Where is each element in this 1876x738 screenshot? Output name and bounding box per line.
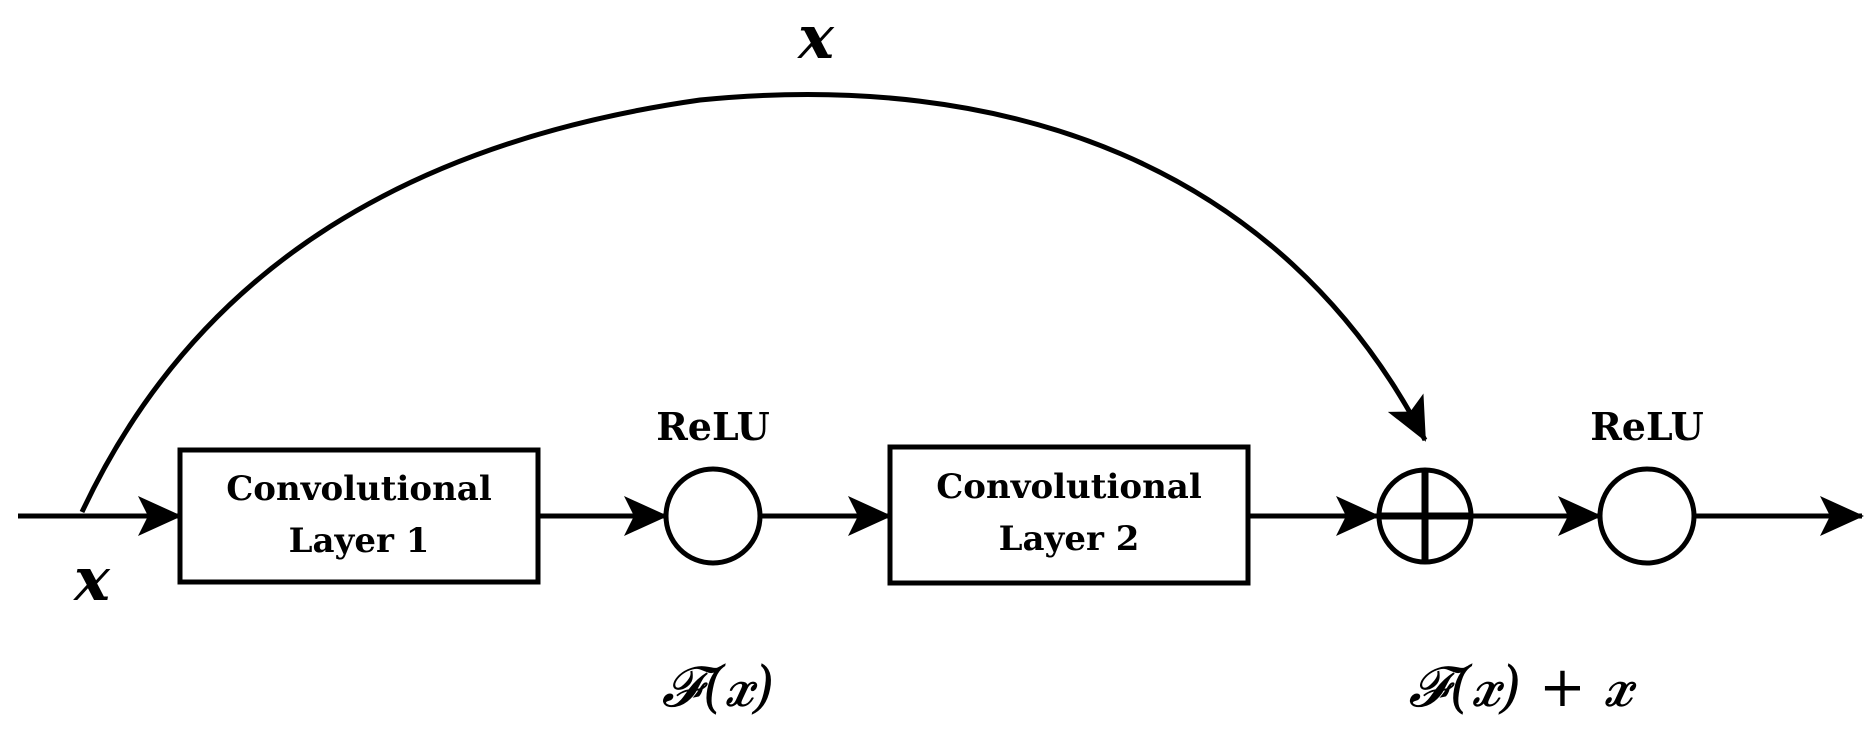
conv-layer-2-line2: Layer 2	[999, 519, 1140, 559]
conv-layer-1-line1: Convolutional	[226, 469, 492, 509]
input-label: 𝒙	[72, 545, 111, 615]
relu-1-node	[663, 466, 763, 566]
conv-layer-2-box	[887, 444, 1251, 586]
addition-node	[1376, 467, 1474, 565]
skip-connection-arrow	[79, 92, 1428, 514]
skip-label: 𝒙	[796, 3, 835, 73]
residual-function-label: 𝓕(𝒙)	[662, 655, 775, 720]
relu-1-label: ReLU	[656, 404, 770, 449]
output-sum-label: 𝓕(𝒙) + 𝒙	[1408, 655, 1636, 720]
conv-layer-1-line2: Layer 1	[289, 521, 430, 561]
relu-2-node	[1597, 466, 1697, 566]
relu-2-label: ReLU	[1590, 404, 1704, 449]
conv-layer-2-line1: Convolutional	[936, 467, 1202, 507]
